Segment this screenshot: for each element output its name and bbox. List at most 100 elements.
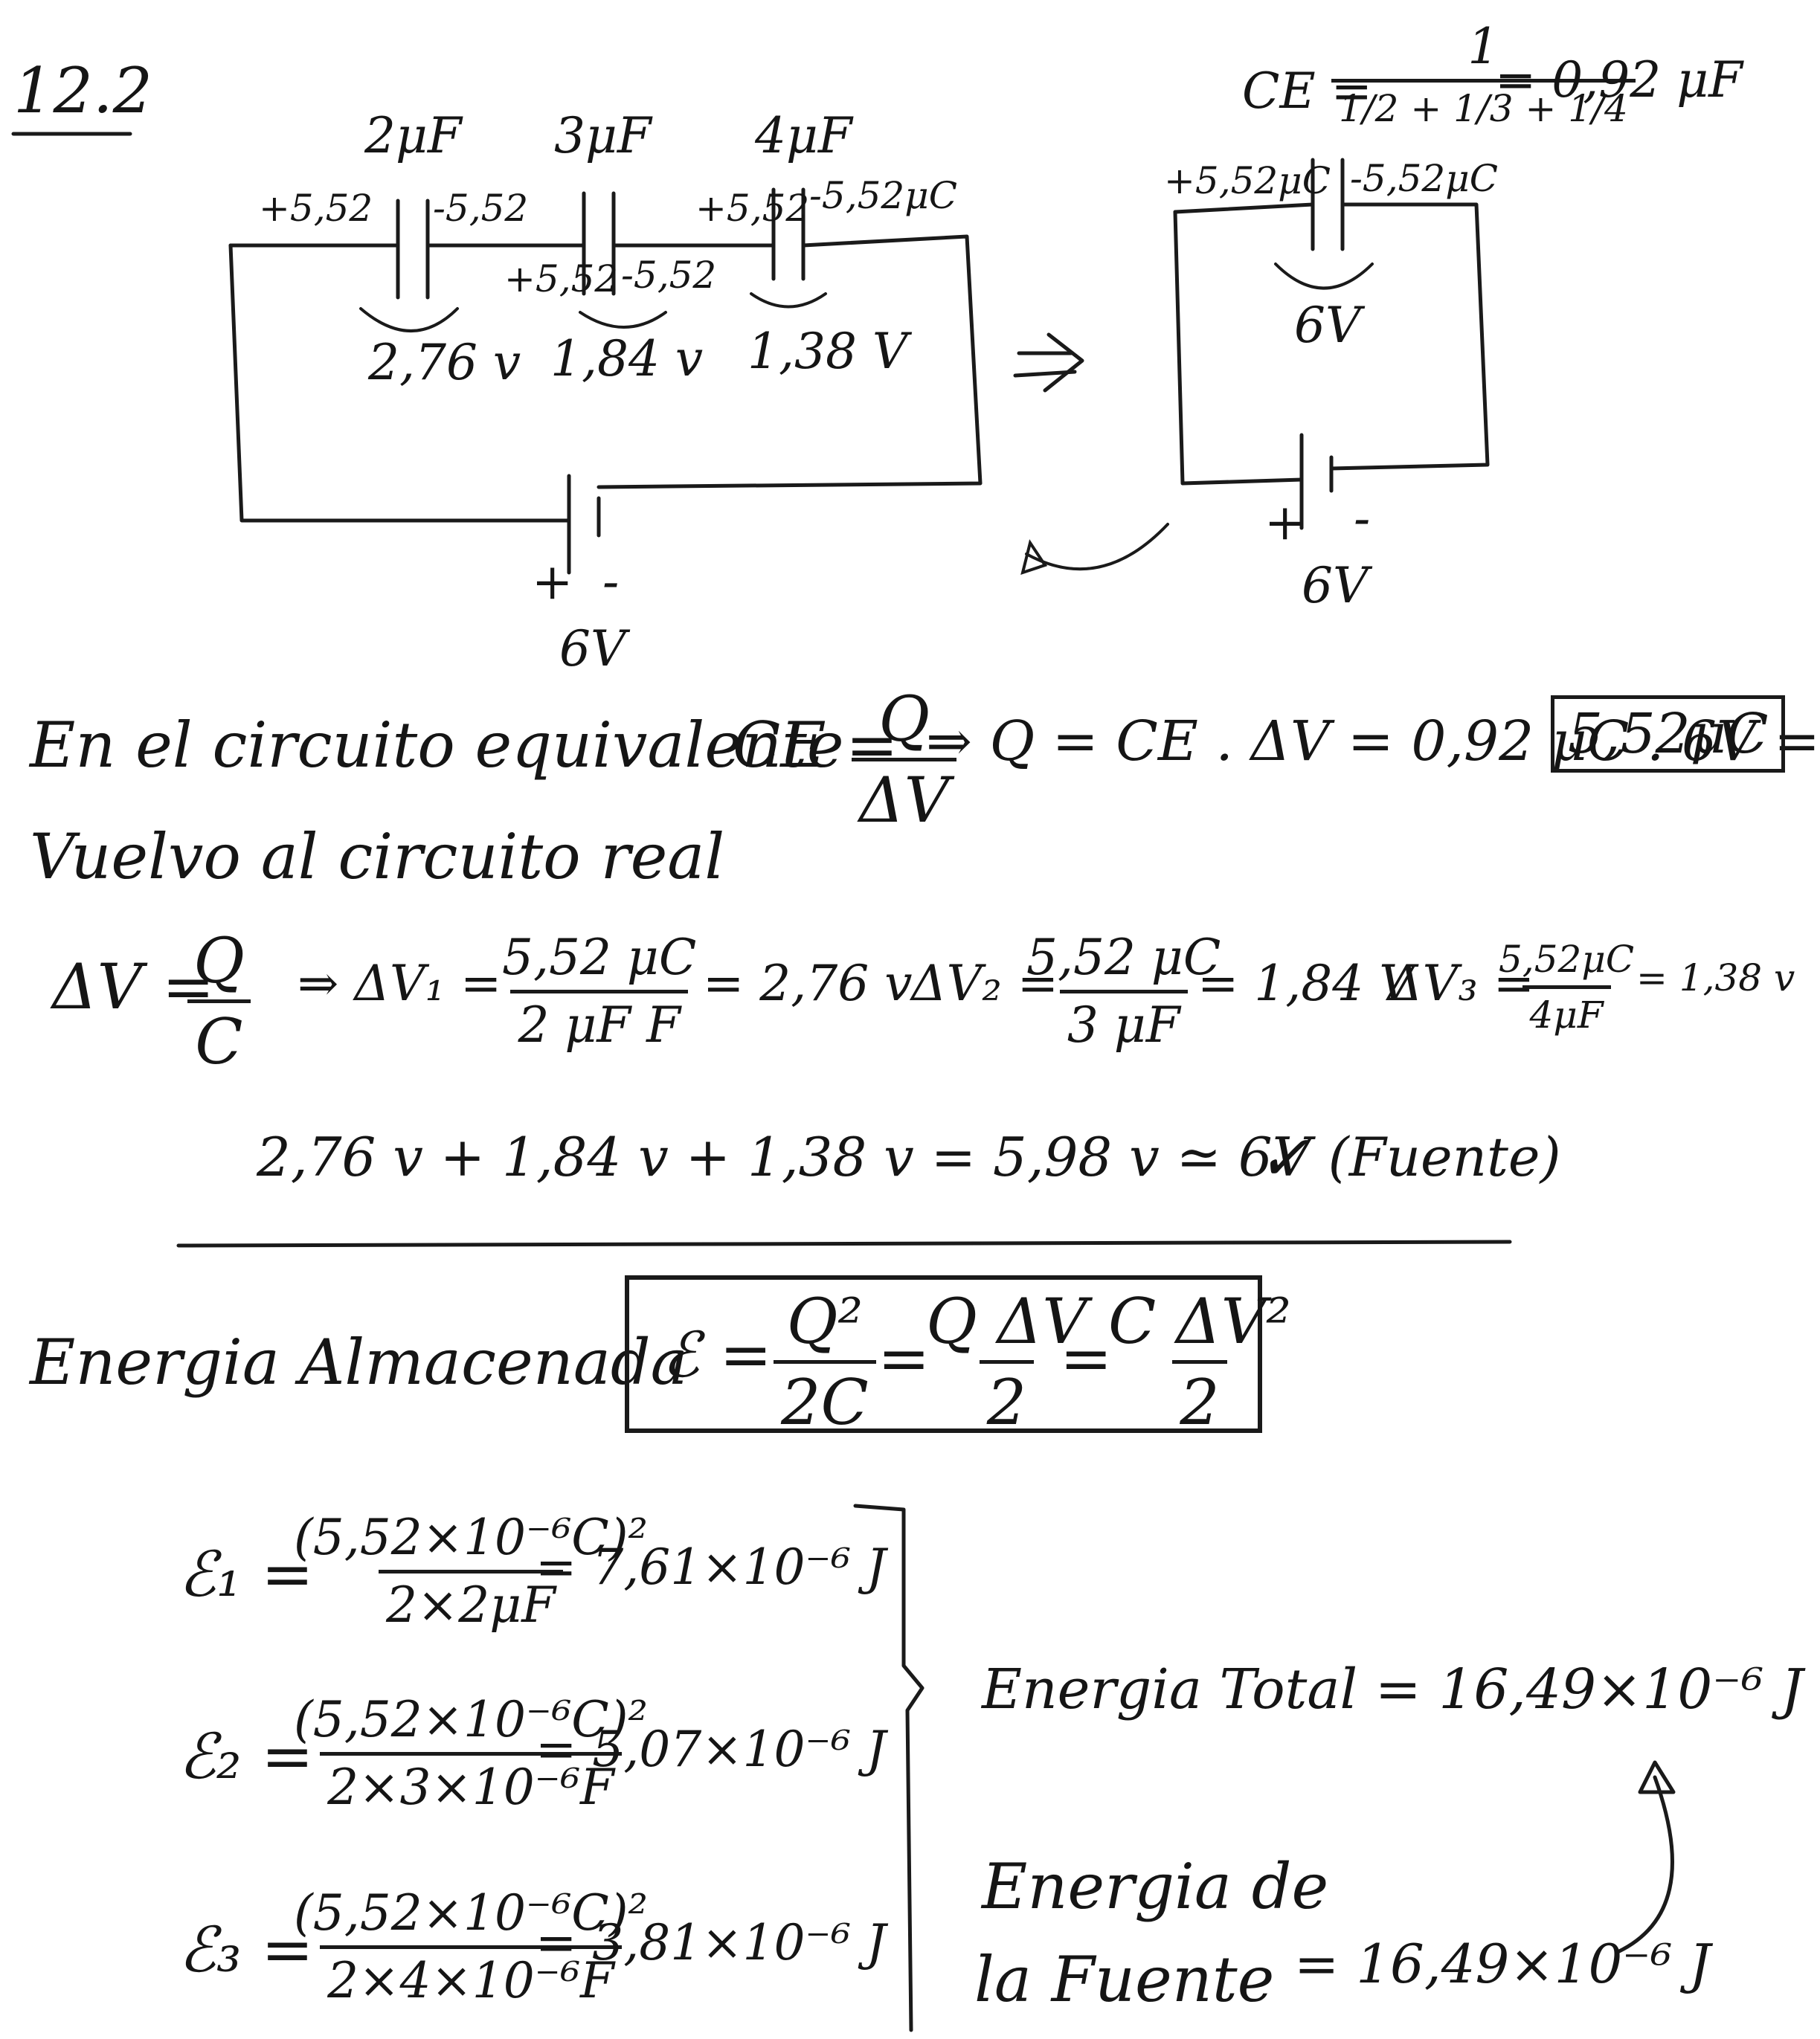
energy-formula-eq2: = xyxy=(1060,1322,1113,1395)
energy-2-result: = 5,07×10⁻⁶ J xyxy=(536,1721,887,1778)
equivalent-charge-right: -5,52μC xyxy=(1350,157,1498,200)
cap-3-voltage: 1,38 V xyxy=(747,323,908,380)
check-mark: ✓ xyxy=(1257,1121,1310,1194)
cap-1-charge-left: +5,52 xyxy=(259,187,373,230)
dv1-fraction: 5,52 μC 2 μF F xyxy=(495,933,704,1050)
energy-f2-den: 2 xyxy=(979,1360,1035,1434)
energy-3-lhs: ℰ₃ = xyxy=(179,1913,314,1986)
energy-2-num: (5,52×10⁻⁶C)² xyxy=(294,1691,648,1748)
ce-formula-result: = 0,92 μF xyxy=(1495,51,1743,109)
energy-source-value: = 16,49×10⁻⁶ J xyxy=(1294,1933,1711,1995)
return-real-text: Vuelvo al circuito real xyxy=(30,820,725,893)
worksheet-page: 12.2 2μF 3μF 4μF +5,52 -5,52 +5,52 -5,52… xyxy=(11,22,1820,2032)
real-circuit-wires xyxy=(228,234,983,523)
energy-2-den: 2×3×10⁻⁶F xyxy=(320,1752,622,1812)
energy-f3-num: C ΔV² xyxy=(1108,1285,1291,1358)
ce-formula-label: CE = xyxy=(1242,62,1372,120)
energy-formula-qdv-2: Q ΔV 2 xyxy=(919,1290,1095,1434)
transform-arrow xyxy=(1013,332,1084,393)
dv2-den: 3 μF xyxy=(1059,990,1188,1050)
q-expression: ⇒ Q = CE . ΔV = 0,92 μC . 6V = xyxy=(926,709,1820,773)
energy-total: Energia Total = 16,49×10⁻⁶ J xyxy=(982,1658,1804,1721)
energy-title: Energia Almacenada xyxy=(30,1326,688,1399)
problem-number: 12.2 xyxy=(13,54,153,127)
energy-f2-num: Q ΔV xyxy=(926,1285,1087,1358)
equivalent-cap-voltage: 6V xyxy=(1294,297,1361,354)
equivalent-battery-voltage: 6V xyxy=(1302,557,1369,614)
dv2-num: 5,52 μC xyxy=(1026,929,1221,986)
equivalent-battery-minus: - xyxy=(1354,490,1371,547)
equivalent-cap-arc xyxy=(1274,262,1374,290)
real-battery-voltage: 6V xyxy=(559,620,626,677)
equivalent-charge-left: +5,52μC xyxy=(1164,159,1331,202)
cap-1-capacitance: 2μF xyxy=(364,107,462,164)
dv-num: Q xyxy=(193,924,245,997)
equivalent-circuit-wires xyxy=(1173,202,1490,486)
energy-f3-den: 2 xyxy=(1172,1360,1227,1434)
circuit-diagrams xyxy=(11,132,1676,2032)
energy-formula-cdv2-2: C ΔV² 2 xyxy=(1101,1290,1299,1434)
equivalent-cap-plates xyxy=(1311,158,1345,251)
energy-formula-lhs: ℰ = xyxy=(662,1318,772,1391)
ce-lhs: CE = xyxy=(733,709,898,782)
real-battery-plus: + xyxy=(532,553,573,611)
energy-2-fraction: (5,52×10⁻⁶C)² 2×3×10⁻⁶F xyxy=(286,1695,655,1812)
energy-formula-q2-2c: Q² 2C xyxy=(774,1290,876,1434)
real-battery-symbol xyxy=(567,474,601,575)
energy-3-num: (5,52×10⁻⁶C)² xyxy=(294,1884,648,1942)
energy-f1-den: 2C xyxy=(774,1360,876,1434)
dv2-fraction: 5,52 μC 3 μF xyxy=(1019,933,1228,1050)
ce-formula-fraction: 1 1/2 + 1/3 + 1/4 xyxy=(1331,22,1636,127)
energy-3-fraction: (5,52×10⁻⁶C)² 2×4×10⁻⁶F xyxy=(286,1889,655,2006)
equivalent-link-arrow xyxy=(1025,523,1169,571)
cap-3-capacitance: 4μF xyxy=(755,107,852,164)
q-result-box: 5,52μC xyxy=(1551,695,1786,773)
cap-1-charge-right: -5,52 xyxy=(433,187,529,230)
cap-3-charge-left: +5,52 xyxy=(695,187,810,230)
energy-1-fraction: (5,52×10⁻⁶C)² 2×2μF xyxy=(286,1513,655,1630)
dv1-result: = 2,76 v xyxy=(703,955,913,1012)
real-cap-1-plates xyxy=(396,199,430,300)
real-battery-minus: - xyxy=(602,553,620,611)
equivalent-battery-symbol xyxy=(1299,433,1334,530)
energy-bracket xyxy=(853,1504,925,2032)
energy-formula-box xyxy=(625,1275,1262,1433)
dv-lhs: ΔV = xyxy=(52,950,215,1023)
real-cap-1-arc xyxy=(359,307,459,332)
cap-3-charge-right: -5,52μC xyxy=(809,174,957,217)
cap-2-charge-right: -5,52 xyxy=(621,254,717,297)
real-cap-3-plates xyxy=(771,187,806,281)
energy-3-den: 2×4×10⁻⁶F xyxy=(320,1945,622,2006)
ce-formula-denominator: 1/2 + 1/3 + 1/4 xyxy=(1331,79,1636,127)
energy-1-den: 2×2μF xyxy=(379,1570,563,1630)
energy-1-result: = 7,61×10⁻⁶ J xyxy=(536,1539,887,1596)
energy-3-result: = 3,81×10⁻⁶ J xyxy=(536,1914,887,1971)
energy-source-line2: la Fuente xyxy=(974,1943,1275,2016)
ce-q-over-dv: Q ΔV xyxy=(852,688,957,831)
cap-2-charge-left: +5,52 xyxy=(504,257,619,300)
real-cap-2-plates xyxy=(582,191,616,296)
dv2-result: = 1,84 V xyxy=(1197,955,1415,1012)
energy-f1-num: Q² xyxy=(786,1285,864,1358)
source-to-total-arrow xyxy=(1615,1775,1674,1954)
ce-q-den: ΔV xyxy=(852,758,957,831)
section-divider xyxy=(176,1240,1512,1248)
real-cap-2-arc xyxy=(579,311,667,329)
dv1-lhs: ⇒ ΔV₁ = xyxy=(298,955,502,1012)
ce-formula-numerator: 1 xyxy=(1467,18,1499,75)
equivalent-battery-plus: + xyxy=(1264,494,1306,551)
real-cap-3-arc xyxy=(750,292,827,309)
dv1-den: 2 μF F xyxy=(510,990,688,1050)
dv-fraction: Q C xyxy=(186,930,252,1073)
energy-formula-eq1: = xyxy=(878,1322,930,1395)
energy-2-lhs: ℰ₂ = xyxy=(179,1720,314,1793)
energy-1-num: (5,52×10⁻⁶C)² xyxy=(294,1509,648,1566)
cap-2-voltage: 1,84 v xyxy=(550,330,704,387)
energy-1-lhs: ℰ₁ = xyxy=(179,1538,314,1611)
equivalent-circuit-text: En el circuito equivalente xyxy=(30,709,844,782)
dv2-lhs: ΔV₂ = xyxy=(911,955,1059,1012)
voltage-sum: 2,76 v + 1,84 v + 1,38 v = 5,98 v ≃ 6V (… xyxy=(257,1126,1561,1188)
dv3-lhs: ΔV₃ = xyxy=(1387,955,1535,1012)
energy-source-line1: Energia de xyxy=(982,1850,1329,1923)
cap-2-capacitance: 3μF xyxy=(554,107,652,164)
